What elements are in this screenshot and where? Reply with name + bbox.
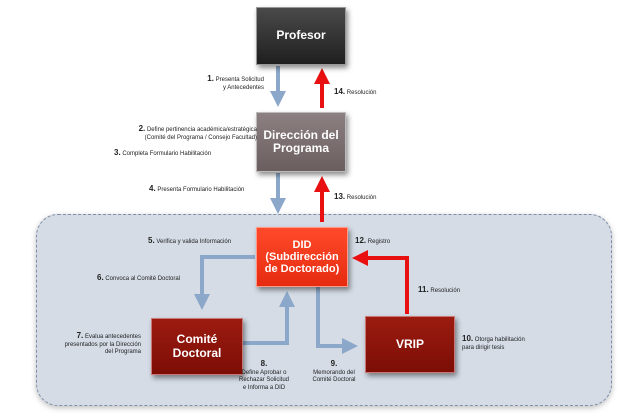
vrip-box: VRIP xyxy=(365,316,455,373)
profesor-box: Profesor xyxy=(256,7,346,65)
step-12-label: 12. Registro xyxy=(355,236,391,245)
arrow-step-12 xyxy=(352,250,409,314)
step-13-label: 13. Resolución xyxy=(334,192,377,201)
step-5-label: 5. Verifica y valida Información xyxy=(148,236,232,245)
step-11-label: 11. Resolución xyxy=(418,285,461,294)
did-title: DID xyxy=(292,238,312,251)
did-subtitle: (Subdirección de Doctorado) xyxy=(264,250,340,276)
arrow-step-8 xyxy=(243,291,295,345)
direccion-programa-box: Dirección del Programa xyxy=(256,112,346,172)
step-2-label: 2. Define pertinencia académica/estratég… xyxy=(138,124,257,141)
step-14-label: 14. Resolución xyxy=(334,87,377,96)
step-6-label: 6. Convoca al Comité Doctoral xyxy=(97,273,181,282)
step-4-label: 4. Presenta Formulario Habilitación xyxy=(149,184,245,193)
arrow-step-6 xyxy=(194,255,255,310)
arrow-step-9 xyxy=(316,287,358,354)
did-box: DID (Subdirección de Doctorado) xyxy=(256,227,348,287)
step-3-label: 3. Completa Formulario Habilitación xyxy=(114,148,212,157)
comite-doctoral-box: Comité Doctoral xyxy=(151,318,243,375)
